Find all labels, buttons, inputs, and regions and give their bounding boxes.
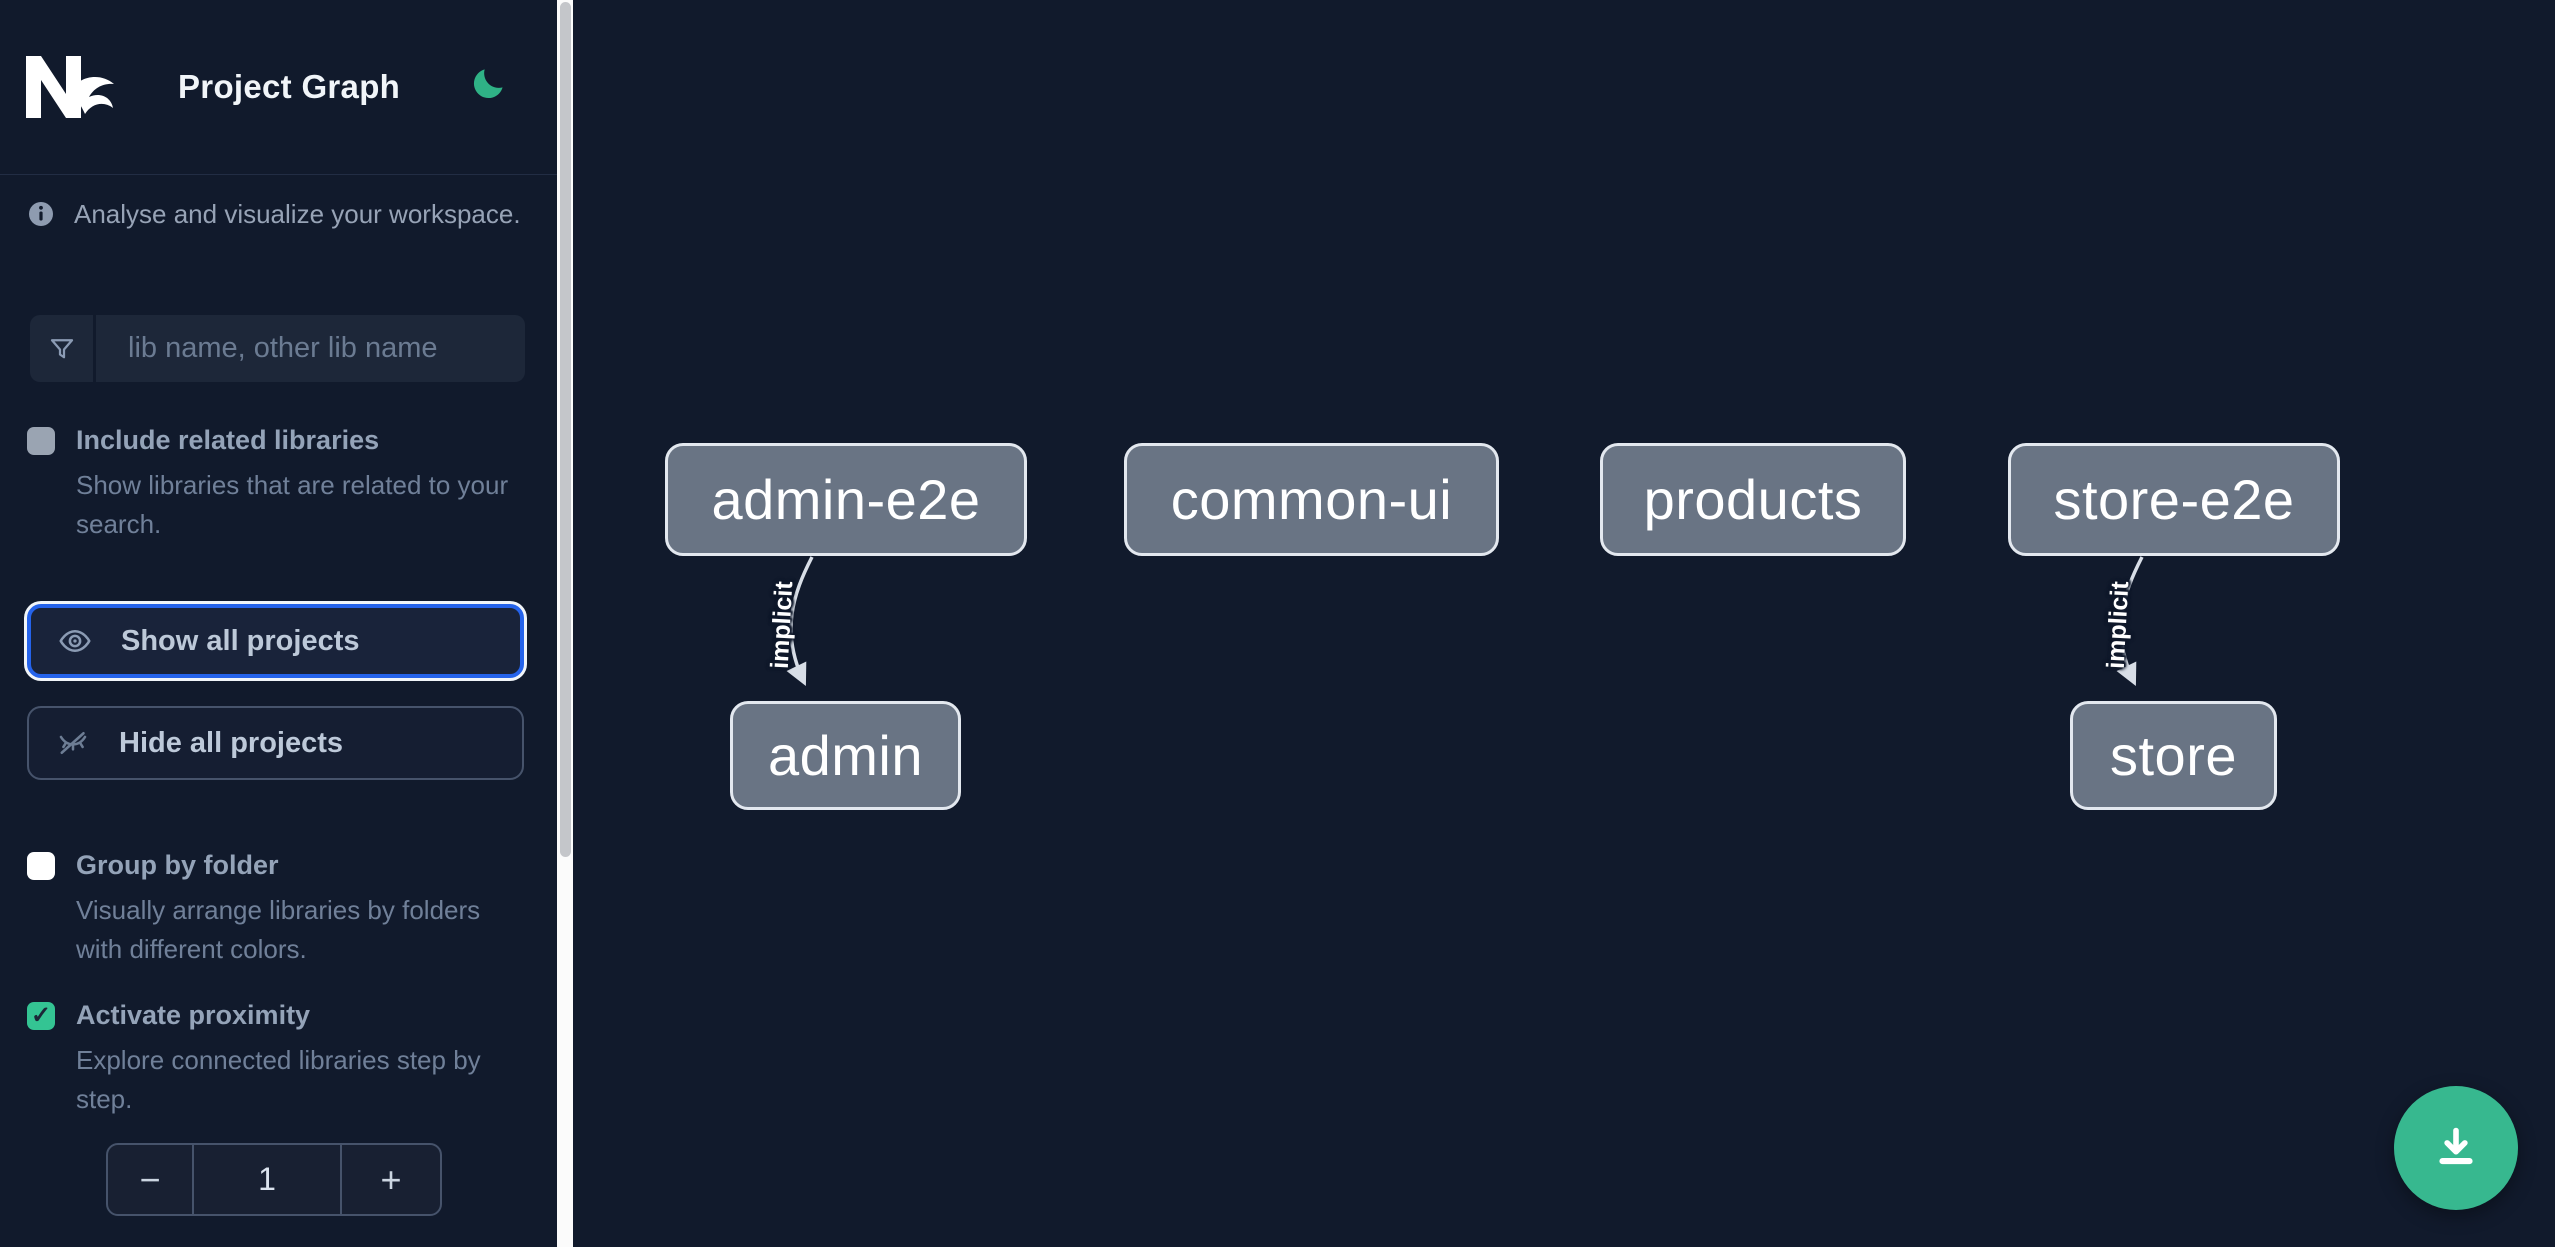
download-icon xyxy=(2439,1127,2473,1165)
option-label[interactable]: Activate proximity xyxy=(76,1000,311,1030)
hide-all-projects-label: Hide all projects xyxy=(119,726,344,759)
hide-all-projects-button[interactable]: Hide all projects xyxy=(27,706,524,780)
eye-off-icon xyxy=(59,731,87,755)
graph-node-store[interactable]: store xyxy=(2070,701,2277,810)
option-activate-proximity: ✓ Activate proximity Explore connected l… xyxy=(27,1000,527,1119)
moon-icon xyxy=(473,69,503,99)
option-group-by-folder: Group by folder Visually arrange librari… xyxy=(27,850,527,969)
download-image-button[interactable] xyxy=(2394,1086,2518,1210)
sidebar-scrollbar-thumb[interactable] xyxy=(559,2,571,857)
checkbox-activate-proximity[interactable]: ✓ xyxy=(27,1001,55,1030)
info-icon xyxy=(29,202,53,226)
graph-node-common-ui[interactable]: common-ui xyxy=(1124,443,1499,556)
info-text: Analyse and visualize your workspace. xyxy=(74,199,521,229)
proximity-stepper: − 1 + xyxy=(106,1143,442,1216)
sidebar-header: Project Graph xyxy=(0,0,557,175)
funnel-icon xyxy=(50,338,73,358)
funnel-icon-cell xyxy=(30,315,96,382)
eye-icon xyxy=(59,629,91,653)
graph-node-admin-e2e[interactable]: admin-e2e xyxy=(665,443,1027,556)
search-box xyxy=(30,315,525,382)
proximity-value: 1 xyxy=(192,1145,342,1214)
option-description: Visually arrange libraries by folders wi… xyxy=(76,895,481,964)
option-include-related-libraries: Include related libraries Show libraries… xyxy=(27,425,527,544)
graph-canvas[interactable] xyxy=(573,0,2555,1247)
option-label[interactable]: Include related libraries xyxy=(76,425,380,455)
decrement-button[interactable]: − xyxy=(108,1145,192,1214)
info-row: Analyse and visualize your workspace. xyxy=(28,198,528,230)
graph-node-admin[interactable]: admin xyxy=(730,701,961,810)
option-label[interactable]: Group by folder xyxy=(76,850,279,880)
page-title: Project Graph xyxy=(178,68,401,105)
increment-button[interactable]: + xyxy=(342,1145,440,1214)
show-all-projects-label: Show all projects xyxy=(121,624,360,657)
search-input[interactable] xyxy=(96,315,525,382)
graph-node-store-e2e[interactable]: store-e2e xyxy=(2008,443,2340,556)
show-all-projects-button[interactable]: Show all projects xyxy=(27,604,524,678)
checkbox-group-by-folder[interactable] xyxy=(27,851,55,880)
graph-node-products[interactable]: products xyxy=(1600,443,1906,556)
sidebar-scrollbar-track[interactable] xyxy=(557,0,573,1247)
nx-logo-icon xyxy=(26,56,114,118)
checkbox-include-related-libraries[interactable] xyxy=(27,426,55,455)
dark-mode-toggle[interactable] xyxy=(468,63,508,107)
option-description: Show libraries that are related to your … xyxy=(76,470,509,539)
option-description: Explore connected libraries step by step… xyxy=(76,1045,481,1114)
sidebar: Project Graph Analyse and visualize your… xyxy=(0,0,557,1247)
